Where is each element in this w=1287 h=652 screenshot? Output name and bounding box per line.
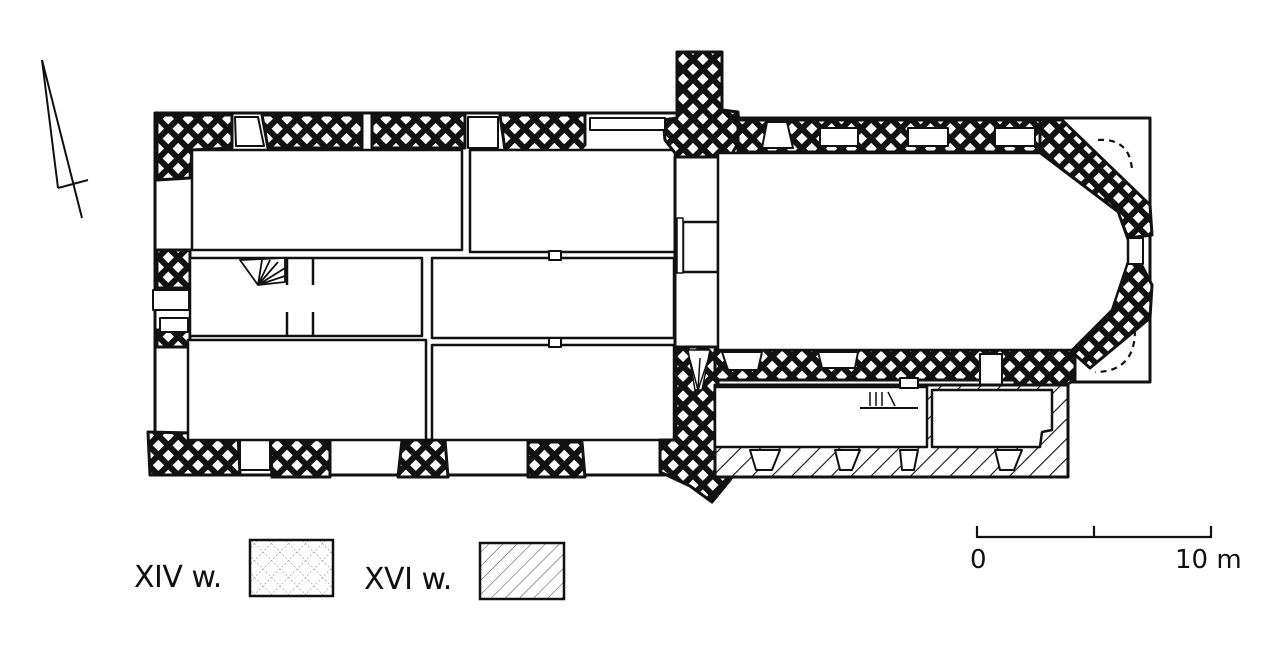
scale-label-start: 0: [970, 545, 987, 575]
east-church: [713, 116, 1154, 390]
south-annex: [713, 377, 1070, 479]
west-building: [146, 111, 679, 479]
legend-swatch-xvi: [478, 541, 566, 601]
scale-bar: [975, 526, 1213, 539]
tower-stair-icon: [687, 349, 711, 391]
legend-swatch-xiv: [248, 538, 335, 598]
annex-stair-icon: [869, 391, 896, 407]
legend-label-xiv: XIV w.: [134, 560, 222, 595]
scale-label-end: 10 m: [1175, 545, 1242, 575]
spiral-stair-icon: [239, 257, 286, 286]
legend-label-xvi: XVI w.: [364, 562, 452, 597]
north-arrow-icon: [41, 59, 89, 219]
